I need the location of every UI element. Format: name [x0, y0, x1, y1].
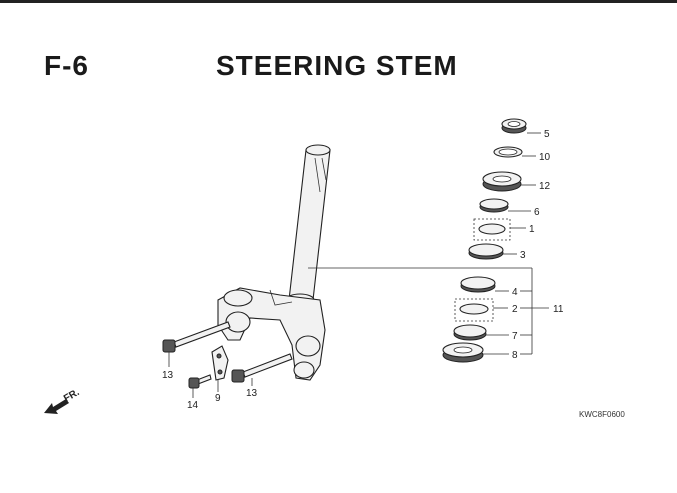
callout-13-lower: 13 [246, 388, 258, 399]
callout-12: 12 [539, 181, 551, 192]
drawing-code: KWC8F0600 [579, 410, 625, 419]
part-5-lock-nut [501, 118, 527, 134]
part-12-top-cone [482, 171, 522, 192]
bolt-14 [188, 374, 212, 389]
leader-lines [168, 132, 549, 398]
part-2-bearing [454, 298, 494, 322]
callout-4: 4 [512, 287, 518, 298]
section-code: F-6 [44, 50, 89, 81]
callout-13-left: 13 [162, 370, 174, 381]
bracket-9 [211, 345, 229, 381]
callout-1: 1 [529, 224, 535, 235]
callout-9: 9 [215, 393, 221, 404]
callout-14: 14 [187, 400, 199, 411]
part-3-race [468, 243, 504, 260]
bolt-13-left [162, 321, 231, 353]
bolt-13-lower [231, 353, 293, 383]
callout-10: 10 [539, 152, 551, 163]
callout-3: 3 [520, 250, 526, 261]
part-8-cone [442, 342, 484, 363]
front-direction-arrow-icon [44, 399, 69, 414]
callout-5: 5 [544, 129, 550, 140]
part-6-race [479, 198, 509, 213]
callout-2: 2 [512, 304, 518, 315]
page-title: STEERING STEM [216, 50, 458, 81]
part-4-race [460, 276, 496, 293]
part-7-race [453, 324, 487, 341]
callout-6: 6 [534, 207, 540, 218]
top-rule [0, 0, 677, 3]
part-1-bearing [473, 218, 511, 241]
callout-7: 7 [512, 331, 518, 342]
direction-label: FR. [62, 387, 82, 405]
bottom-bridge [217, 287, 326, 381]
part-10-washer [493, 146, 523, 158]
steering-stem-column [285, 144, 331, 307]
callout-11: 11 [553, 304, 564, 315]
callout-8: 8 [512, 350, 518, 361]
